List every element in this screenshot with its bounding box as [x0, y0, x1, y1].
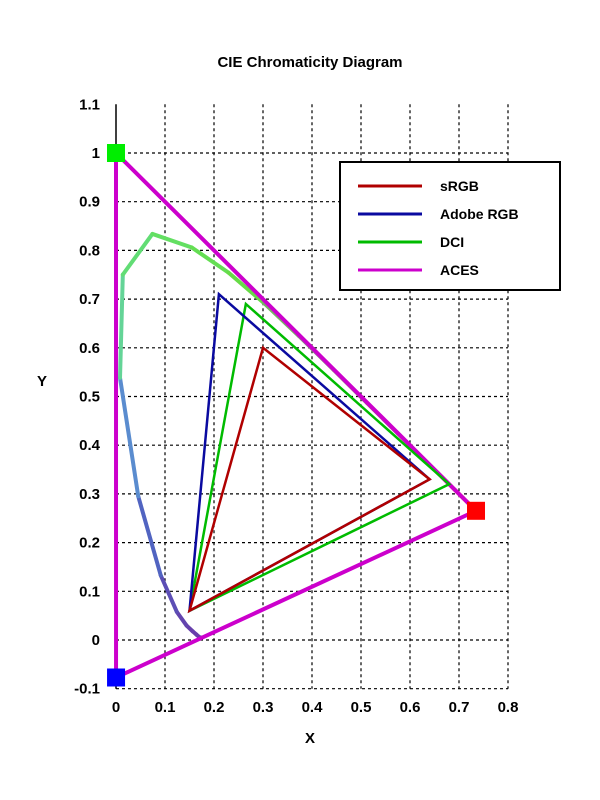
spectral-locus-segment: [120, 231, 155, 277]
primary-marker: [107, 668, 126, 687]
x-tick-label: 0.4: [302, 699, 324, 716]
spectral-locus-segment: [226, 270, 266, 305]
spectral-locus-segment: [118, 272, 125, 380]
y-tick-label: 0.4: [79, 437, 101, 454]
y-tick-label: 0.7: [79, 291, 100, 308]
y-axis-label: Y: [37, 373, 47, 390]
y-tick-label: 1.1: [79, 96, 100, 113]
legend: sRGB Adobe RGB DCI ACES: [339, 161, 561, 291]
y-tick-label: 0.3: [79, 486, 100, 503]
spectral-locus-segment: [158, 573, 179, 614]
x-tick-label: 0.6: [400, 699, 421, 716]
y-tick-label: -0.1: [74, 681, 100, 698]
series-triangle-adobe-rgb: [188, 291, 432, 614]
x-tick-label: 0.1: [155, 699, 176, 716]
y-tick-label: 1: [92, 145, 100, 162]
x-tick-label: 0.5: [351, 699, 372, 716]
y-tick-label: 0.5: [79, 389, 100, 406]
legend-label: sRGB: [440, 178, 479, 194]
y-tick-label: 0.6: [79, 340, 100, 357]
spectral-locus-segment: [118, 375, 141, 499]
plot-area: [107, 144, 486, 687]
x-tick-label: 0.8: [498, 699, 519, 716]
y-tick-label: 0.9: [79, 194, 100, 211]
spectral-locus-segment: [189, 245, 231, 275]
spectral-locus: [118, 231, 479, 640]
spectral-locus-segment: [136, 494, 163, 578]
spectral-locus-segment: [174, 609, 189, 628]
chart-title: CIE Chromaticity Diagram: [217, 54, 402, 71]
legend-label: DCI: [440, 234, 464, 250]
x-tick-label: 0.7: [449, 699, 470, 716]
x-tick-label: 0.2: [204, 699, 225, 716]
spectral-locus-segment: [150, 231, 194, 250]
x-axis-label: X: [305, 730, 315, 747]
primary-marker: [467, 501, 486, 520]
primary-marker: [107, 144, 125, 162]
y-tick-label: 0.2: [79, 535, 100, 552]
series-triangle-aces: [113, 148, 480, 681]
y-tick-label: 0: [92, 632, 100, 649]
series-triangle-srgb: [187, 345, 432, 614]
legend-label: ACES: [440, 262, 479, 278]
x-tick-label: 0.3: [253, 699, 274, 716]
tick-labels: 0 0.1 0.2 0.3 0.4 0.5 0.6 0.7 0.8 -0.1 0 0.1 0.2 0.3 0…: [74, 96, 518, 716]
legend-label: Adobe RGB: [440, 206, 519, 222]
y-tick-label: 0.1: [79, 583, 100, 600]
x-tick-label: 0: [112, 699, 120, 716]
series-triangle-dci: [187, 301, 452, 613]
y-tick-label: 0.8: [79, 242, 100, 259]
